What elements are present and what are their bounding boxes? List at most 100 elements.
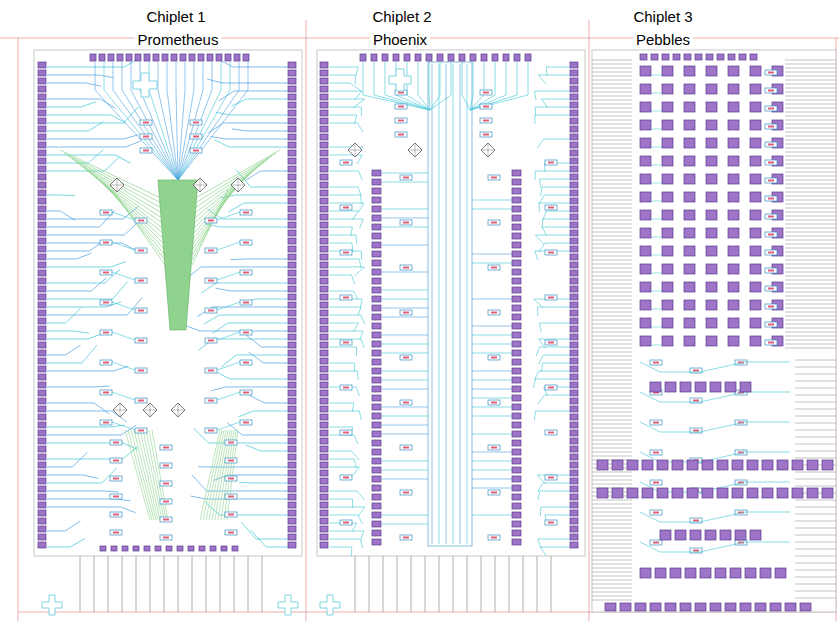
- bond-pad: [372, 314, 381, 320]
- lead-line: [592, 368, 632, 369]
- bond-pad: [785, 603, 796, 611]
- wire: [47, 425, 125, 427]
- lead-line: [592, 500, 632, 501]
- lead-line: [795, 409, 836, 410]
- device-core: [491, 537, 497, 539]
- wire: [651, 291, 662, 292]
- lead-line: [795, 472, 836, 473]
- bond-pad: [728, 228, 739, 238]
- lead-line: [592, 484, 632, 485]
- bond-pad: [372, 179, 381, 185]
- bond-pad: [38, 454, 46, 460]
- alignment-cross: [133, 73, 157, 97]
- bond-pad: [90, 54, 96, 61]
- device-core: [548, 477, 554, 479]
- bond-pad: [288, 390, 296, 396]
- device-core: [138, 280, 144, 282]
- bond-pad: [288, 462, 296, 468]
- bond-pad: [570, 198, 578, 204]
- bond-pad: [777, 488, 788, 498]
- device-core: [143, 150, 149, 152]
- device: [340, 205, 352, 210]
- bond-pad: [655, 568, 666, 578]
- wire: [330, 331, 363, 340]
- device-core: [343, 297, 349, 299]
- device-core: [228, 442, 234, 444]
- lead-line: [592, 240, 632, 241]
- wire: [330, 307, 361, 316]
- bond-pad: [640, 568, 651, 578]
- bond-pad: [320, 182, 328, 188]
- lead-line: [592, 392, 632, 393]
- bond-pad: [448, 54, 454, 61]
- bond-pad: [320, 462, 328, 468]
- lead-line: [592, 188, 632, 189]
- center-bus: [428, 62, 472, 546]
- device-core: [103, 392, 109, 394]
- lead-line: [785, 84, 836, 85]
- device: [205, 338, 217, 343]
- bond-pad: [288, 438, 296, 444]
- wire: [47, 282, 128, 299]
- device-core: [243, 302, 249, 304]
- bond-pad: [320, 222, 328, 228]
- bond-pad: [38, 342, 46, 348]
- lead-line: [785, 336, 836, 337]
- wire: [651, 273, 662, 274]
- device: [765, 232, 777, 237]
- lead-line: [785, 232, 836, 233]
- wire: [330, 459, 356, 468]
- lead-line: [192, 556, 193, 612]
- bond-pad: [597, 488, 608, 498]
- bond-pad: [684, 174, 695, 184]
- bond-pad: [570, 430, 578, 436]
- bond-pad: [288, 214, 296, 220]
- device-core: [138, 220, 144, 222]
- device: [488, 445, 500, 450]
- bond-pad: [570, 342, 578, 348]
- device-core: [243, 242, 249, 244]
- bond-pad: [650, 382, 661, 392]
- wire: [330, 371, 358, 380]
- wire: [538, 539, 570, 548]
- lead-line: [592, 420, 632, 421]
- lead-line: [592, 412, 632, 413]
- bond-pad: [512, 314, 521, 320]
- bond-pad: [320, 294, 328, 300]
- lead-line: [592, 148, 632, 149]
- wire: [330, 67, 358, 76]
- bond-pad: [684, 54, 691, 60]
- bond-pad: [320, 430, 328, 436]
- device: [225, 512, 237, 517]
- bond-pad: [288, 382, 296, 388]
- bond-pad: [38, 382, 46, 388]
- bond-pad: [372, 341, 381, 347]
- bond-pad: [512, 512, 521, 518]
- bond-pad: [512, 323, 521, 329]
- device-core: [208, 220, 214, 222]
- wire: [535, 371, 570, 380]
- lead-line: [592, 320, 632, 321]
- bond-pad: [570, 454, 578, 460]
- bond-pad: [728, 54, 735, 60]
- lead-line: [592, 208, 632, 209]
- lead-line: [551, 556, 552, 612]
- lead-line: [411, 556, 412, 612]
- wire: [330, 211, 359, 220]
- wire: [47, 491, 118, 493]
- device: [110, 530, 122, 535]
- device: [765, 106, 777, 111]
- bond-pad: [320, 142, 328, 148]
- lead-line: [785, 136, 836, 137]
- bond-pad: [514, 54, 520, 61]
- bond-pad: [512, 413, 521, 419]
- device: [205, 398, 217, 403]
- device: [135, 368, 147, 373]
- device-core: [398, 92, 404, 94]
- bond-pad: [706, 336, 717, 346]
- waveguide: [206, 430, 224, 520]
- device-core: [768, 162, 774, 164]
- lead-line: [785, 300, 836, 301]
- bond-pad: [570, 142, 578, 148]
- bond-pad: [706, 318, 717, 328]
